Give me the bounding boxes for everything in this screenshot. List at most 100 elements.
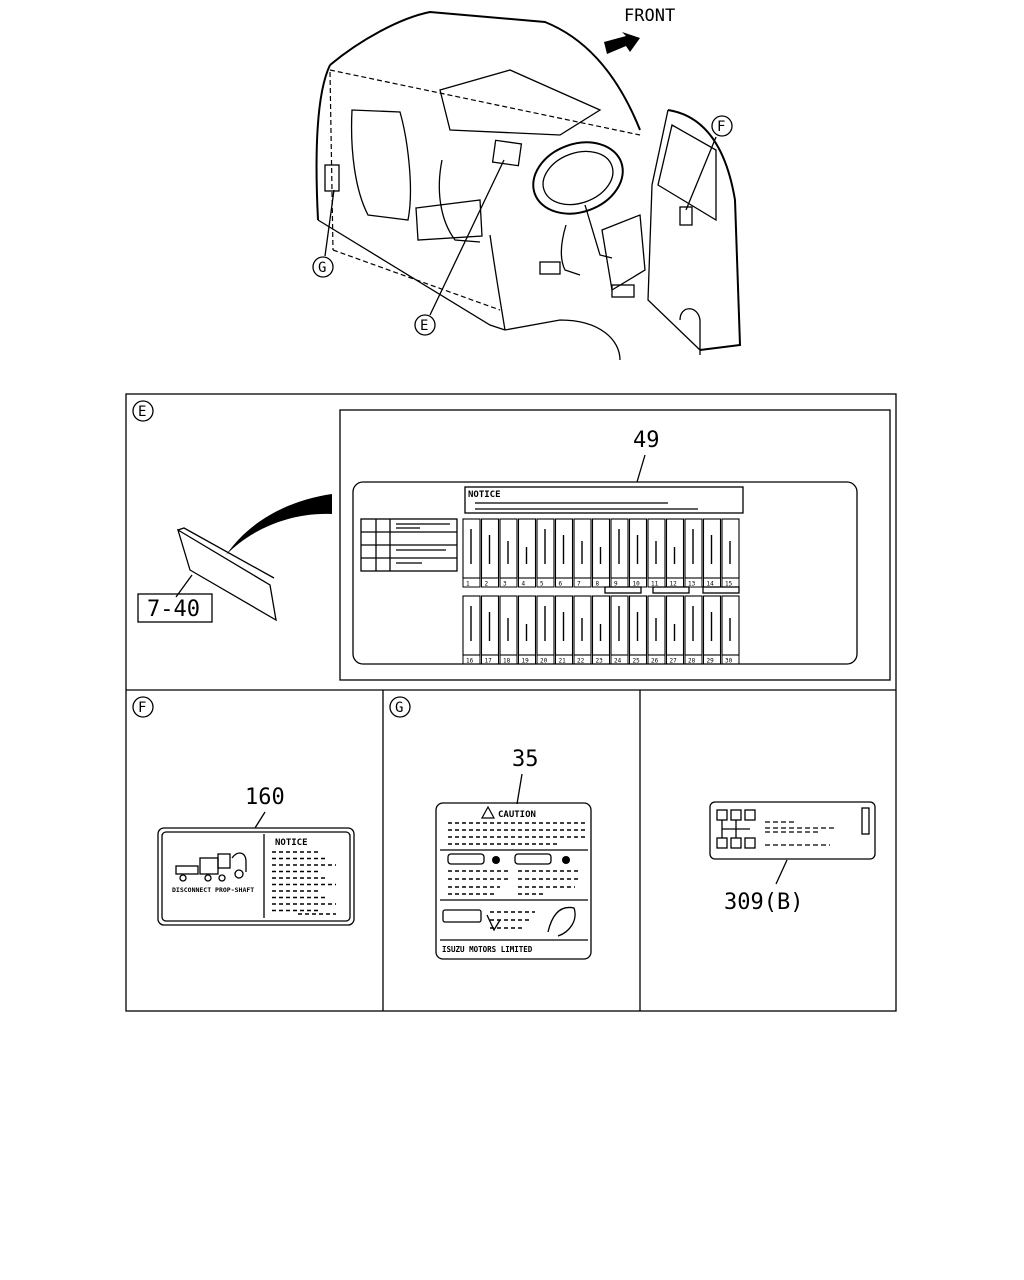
part-49-leader bbox=[636, 454, 646, 483]
part-309b-leader bbox=[775, 859, 788, 885]
fuse-number-14: 14 bbox=[707, 581, 715, 588]
label-160 bbox=[157, 827, 355, 926]
fuse-number-3: 3 bbox=[503, 581, 507, 588]
panel-g-letter: G bbox=[395, 700, 403, 716]
fuse-number-2: 2 bbox=[485, 581, 489, 588]
callout-e bbox=[414, 314, 436, 336]
fuse-number-19: 19 bbox=[522, 658, 530, 665]
fuse-number-25: 25 bbox=[633, 658, 641, 665]
part-160-leader bbox=[254, 811, 266, 829]
notice-heading: NOTICE bbox=[468, 490, 501, 500]
fuse-number-20: 20 bbox=[540, 658, 548, 665]
fuse-box-cover bbox=[176, 528, 277, 622]
part-number-160: 160 bbox=[245, 785, 285, 810]
fuse-number-21: 21 bbox=[559, 658, 567, 665]
cab-center-pillar bbox=[489, 234, 506, 331]
panel-g: G 35 CAUTION ISUZU MOTORS LIMITED bbox=[389, 696, 592, 960]
label-35 bbox=[435, 802, 592, 960]
dashboard-top bbox=[439, 69, 602, 136]
fuse-number-15: 15 bbox=[725, 581, 733, 588]
callout-g bbox=[312, 256, 334, 278]
gear-icon bbox=[492, 856, 500, 864]
fuse-number-22: 22 bbox=[577, 658, 585, 665]
steering-wheel bbox=[532, 141, 624, 215]
label-35-footer: ISUZU MOTORS LIMITED bbox=[442, 945, 533, 954]
label-160-inner bbox=[161, 831, 351, 922]
panel-grid bbox=[125, 393, 897, 1012]
panel-grid-frame bbox=[125, 393, 897, 1012]
fuse-number-1: 1 bbox=[466, 581, 470, 588]
cab-floor-dash bbox=[332, 249, 501, 311]
fuse-number-11: 11 bbox=[651, 581, 659, 588]
cab-front-lower bbox=[504, 319, 621, 361]
fuse-number-30: 30 bbox=[725, 658, 733, 665]
callout-e-letter: E bbox=[420, 318, 428, 334]
part-box-7-40 bbox=[137, 593, 213, 623]
fuse-number-4: 4 bbox=[522, 581, 526, 588]
panel-f-letter: F bbox=[138, 700, 146, 716]
label-f-location bbox=[679, 206, 693, 226]
steering-wheel-inner bbox=[542, 150, 614, 206]
panel-f: F 160 NOTICE DISCONNECT PROP-SHAFT bbox=[132, 696, 355, 926]
part-number-49: 49 bbox=[633, 428, 660, 453]
cab-roof-outline bbox=[329, 10, 641, 131]
callout-e-leader bbox=[429, 159, 505, 316]
part-35-leader bbox=[516, 773, 523, 805]
door-outline bbox=[667, 109, 742, 351]
cab-rear-pillar bbox=[315, 64, 331, 221]
label-160-caption: DISCONNECT PROP-SHAFT bbox=[172, 886, 254, 894]
fuse-number-26: 26 bbox=[651, 658, 659, 665]
front-arrow-icon bbox=[604, 32, 640, 54]
spare-slot-2 bbox=[652, 586, 690, 594]
zoom-swoosh bbox=[226, 494, 332, 555]
spare-slot-3 bbox=[702, 586, 740, 594]
cab-roof-edge bbox=[329, 69, 641, 136]
fuse-number-29: 29 bbox=[707, 658, 715, 665]
cover-leader bbox=[175, 574, 193, 598]
door-window bbox=[657, 124, 717, 222]
fuse-number-27: 27 bbox=[670, 658, 678, 665]
panel-e-letter: E bbox=[138, 404, 146, 420]
cab-overview-illustration: FRONT bbox=[312, 6, 742, 361]
coupling-icon bbox=[547, 906, 576, 937]
notice-header-box bbox=[464, 486, 744, 514]
fuse-number-7: 7 bbox=[577, 581, 581, 588]
seat-side bbox=[438, 159, 481, 243]
panel-g-badge bbox=[389, 696, 411, 718]
fuse-number-24: 24 bbox=[614, 658, 622, 665]
warning-icon bbox=[480, 805, 496, 819]
steering-column bbox=[584, 204, 613, 259]
spare-slot-1 bbox=[604, 586, 642, 594]
fuse-number-9: 9 bbox=[614, 581, 618, 588]
callout-g-letter: G bbox=[318, 260, 326, 276]
pedal bbox=[611, 284, 635, 298]
callout-f-letter: F bbox=[717, 119, 725, 135]
seat-cushion bbox=[415, 199, 483, 241]
shift-knob bbox=[539, 261, 561, 275]
gear-icon-2 bbox=[562, 856, 570, 864]
truck-pictogram bbox=[175, 852, 247, 882]
part-number-309b: 309(B) bbox=[724, 890, 803, 915]
fuse-icon bbox=[861, 807, 870, 835]
fuse-number-17: 17 bbox=[485, 658, 493, 665]
label-e-location bbox=[491, 139, 523, 167]
fuse-number-18: 18 bbox=[503, 658, 511, 665]
label-160-heading: NOTICE bbox=[275, 838, 308, 848]
pedal-box bbox=[601, 214, 646, 292]
callout-f-leader bbox=[685, 136, 717, 211]
seat-back bbox=[350, 109, 412, 221]
fuse-number-8: 8 bbox=[596, 581, 600, 588]
door-hinge-edge bbox=[647, 109, 701, 351]
front-label: FRONT bbox=[624, 6, 675, 26]
fuse-number-5: 5 bbox=[540, 581, 544, 588]
panel-e-badge bbox=[132, 400, 154, 422]
door-step bbox=[679, 308, 701, 355]
label-35-heading: CAUTION bbox=[498, 810, 536, 820]
inset-frame bbox=[339, 409, 891, 681]
gear-lever bbox=[560, 224, 581, 276]
fuse-number-6: 6 bbox=[559, 581, 563, 588]
cab-floor-line bbox=[317, 219, 506, 331]
